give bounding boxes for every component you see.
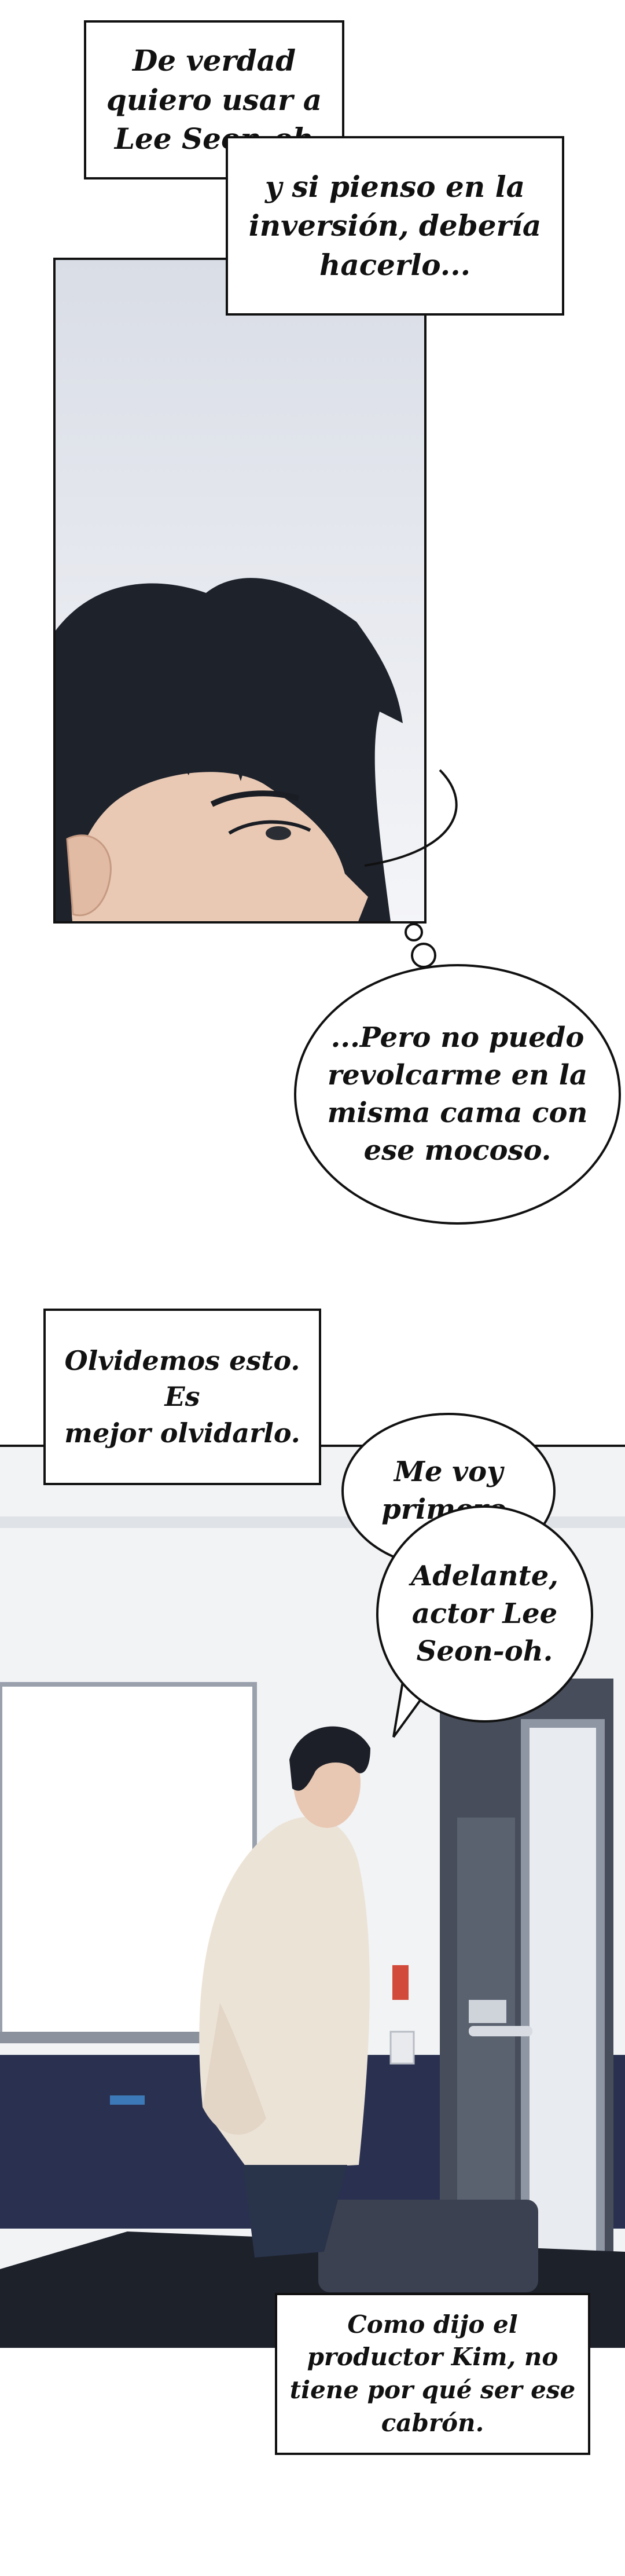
panel-office: [0, 1445, 625, 2348]
office-illustration: [0, 1447, 625, 2348]
thought-bubble: ...Pero no puedo revolcarme en la misma …: [294, 964, 621, 1225]
panel-closeup: [53, 258, 427, 924]
thought-tail: [364, 769, 458, 968]
closeup-illustration: [56, 260, 424, 921]
caption-3: Olvidemos esto. Es mejor olvidarlo.: [43, 1309, 321, 1485]
speech-bubble-2: Adelante, actor Lee Seon-oh.: [376, 1505, 593, 1723]
caption-2: y si pienso en la inversión, debería hac…: [226, 136, 564, 316]
caption-4: Como dijo el productor Kim, no tiene por…: [275, 2293, 590, 2455]
